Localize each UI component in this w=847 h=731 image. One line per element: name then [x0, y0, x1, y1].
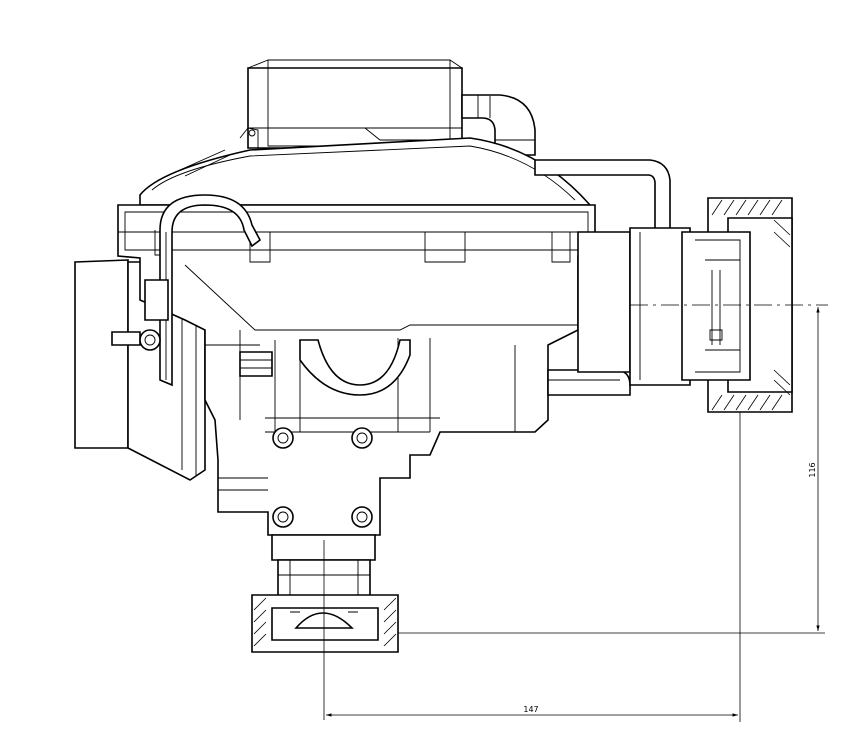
dimension-lines — [323, 304, 828, 722]
bottom-fitting-hatching — [253, 597, 397, 647]
dimension-147-label: 147 — [523, 705, 538, 714]
actuator-lid — [139, 127, 592, 206]
dimension-116-label: 116 — [808, 462, 817, 477]
right-pipe — [534, 159, 691, 396]
right-valve-hatching — [711, 199, 791, 411]
left-fittings — [111, 279, 273, 377]
bolts — [272, 427, 373, 528]
top-cap — [247, 59, 463, 149]
bottom-fitting — [251, 534, 399, 653]
